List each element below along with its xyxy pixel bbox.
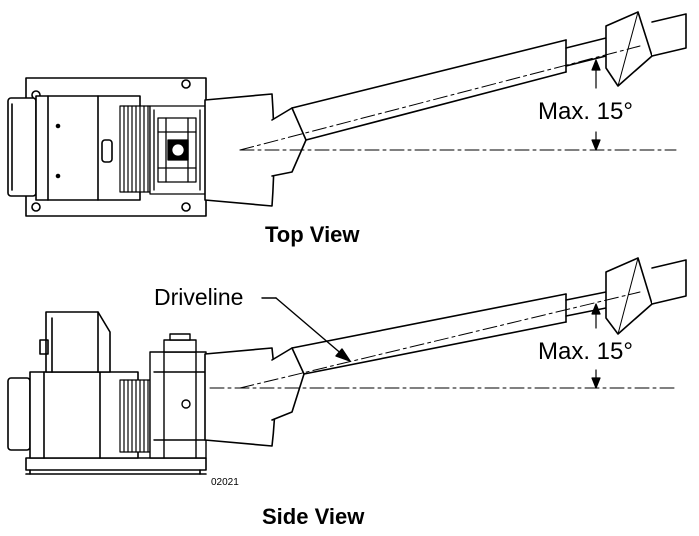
top-view	[7, 11, 687, 217]
side-view-centerlines	[209, 291, 677, 389]
top-view-angle-label: Max. 15°	[538, 98, 633, 125]
top-view-angle-dimension	[591, 59, 601, 151]
side-view-motor	[7, 371, 139, 459]
driveline-callout-leader	[261, 297, 351, 362]
side-view-angle-dimension	[591, 303, 601, 389]
side-view-driveline-shaft	[291, 257, 687, 375]
top-view-title: Top View	[265, 222, 360, 247]
top-view-gearbox	[149, 105, 207, 195]
side-view-gearbox	[149, 333, 207, 459]
side-view-title: Side View	[262, 504, 365, 529]
top-view-cooling-fins	[119, 105, 151, 193]
side-view-base-skid	[25, 457, 207, 475]
side-view-cooling-fins	[119, 379, 151, 453]
side-view-yoke-shield	[204, 347, 305, 447]
top-view-centerlines	[239, 45, 677, 151]
side-view-angle-label: Max. 15°	[538, 338, 633, 365]
figure-number: 02021	[211, 477, 239, 488]
side-view-junction-box	[39, 311, 111, 373]
top-view-yoke-shield	[204, 93, 307, 207]
driveline-callout-label: Driveline	[154, 284, 244, 310]
side-view	[7, 257, 687, 475]
